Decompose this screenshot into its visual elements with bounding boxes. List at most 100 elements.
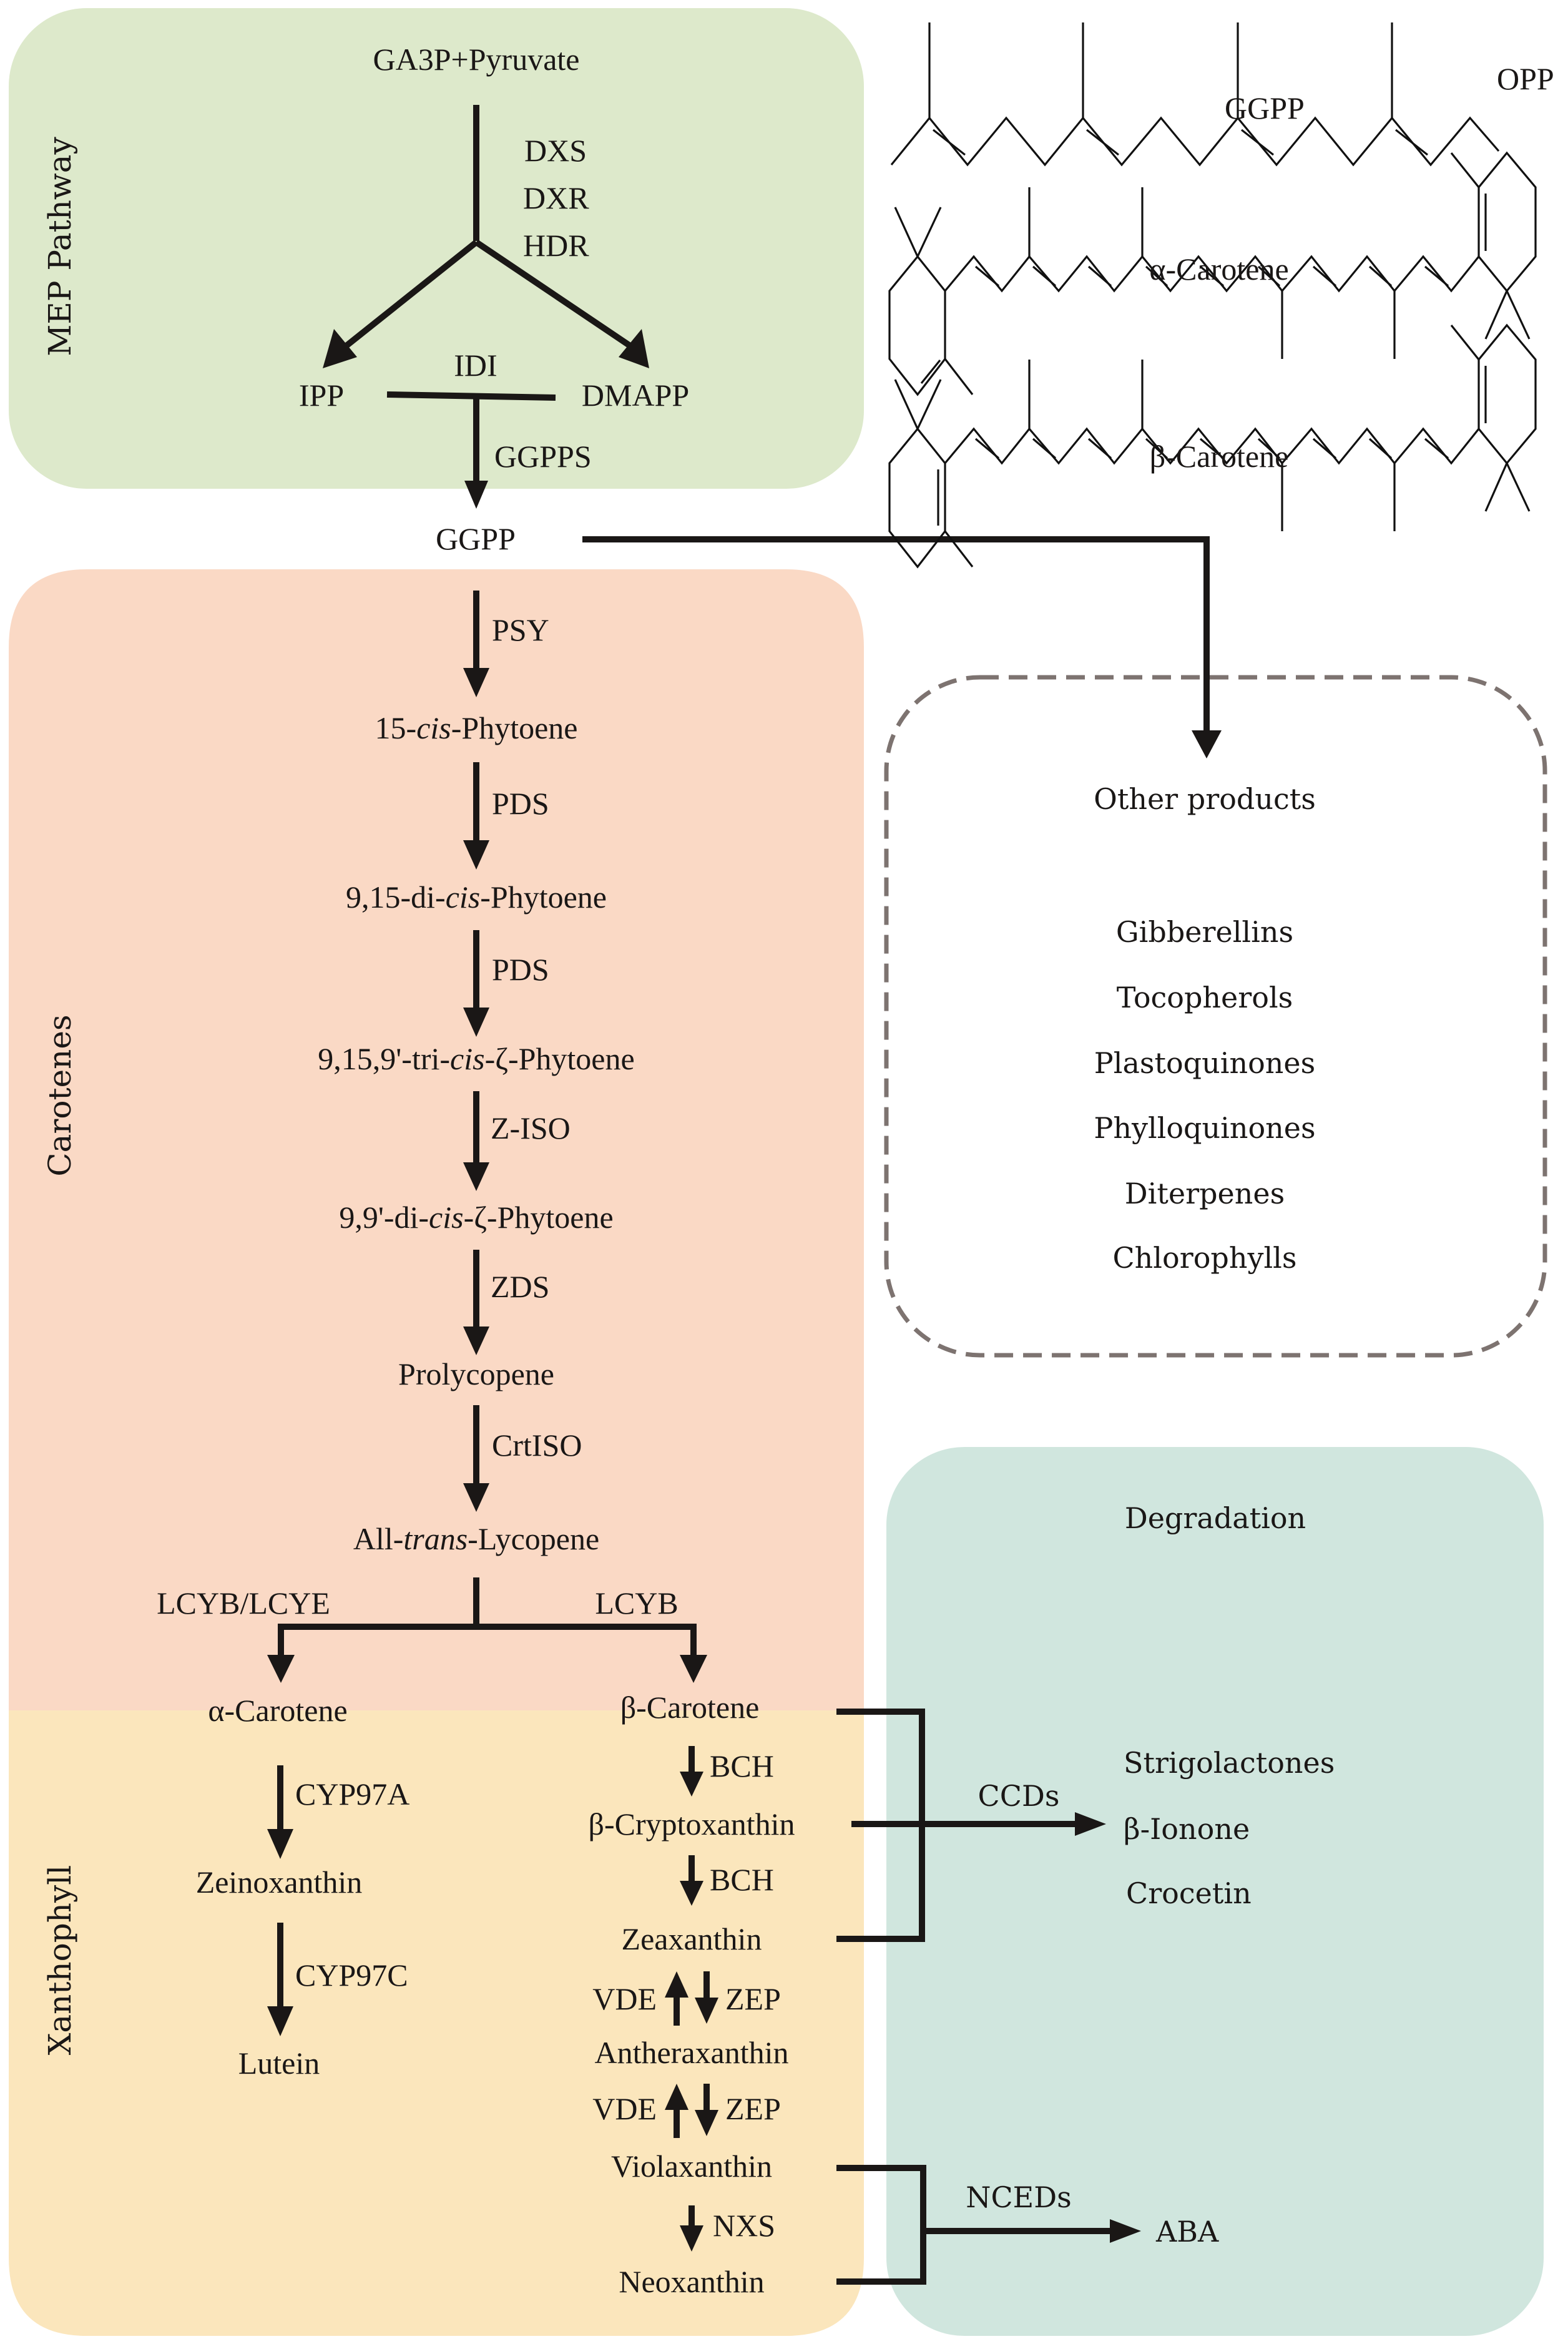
- other-product-item: Diterpenes: [1125, 1177, 1285, 1210]
- arrow-to-dmapp-head: [619, 329, 649, 368]
- z-iso-arrow-head: [463, 1162, 489, 1191]
- other-products-box: [884, 675, 1547, 1358]
- beta-right-gem-methyl-b: [1506, 463, 1531, 512]
- zep-2-down-head: [695, 2110, 718, 2136]
- lycopene-branch-right: [476, 1624, 697, 1660]
- substrate-ga3p-pyruvate: GA3P+Pyruvate: [373, 42, 580, 77]
- beta-right-methyl: [1450, 325, 1480, 360]
- ccd-product-strigolactones: Strigolactones: [1124, 1746, 1335, 1780]
- degradation-box: [886, 1447, 1544, 2336]
- compound-zeinoxanthin: Zeinoxanthin: [196, 1865, 363, 1900]
- alpha-left-methyl: [944, 358, 974, 395]
- ccd-product-crocetin: Crocetin: [1126, 1876, 1252, 1910]
- alpha-right-gem-methyl-b: [1506, 290, 1531, 340]
- other-product-item: Chlorophylls: [1112, 1241, 1296, 1275]
- beta-carotene-structure-label: β-Carotene: [1150, 439, 1289, 474]
- alpha-left-ring-double: [920, 359, 941, 385]
- enzyme-pds-1: PDS: [492, 786, 549, 821]
- enzyme-idi: IDI: [454, 348, 497, 383]
- beta-left-ring: [888, 427, 946, 569]
- vde-2-up-head: [665, 2084, 688, 2110]
- mep-pathway-box: [9, 8, 864, 489]
- pds-2-arrow-head: [463, 1008, 489, 1037]
- compound-violaxanthin: Violaxanthin: [611, 2149, 772, 2184]
- enzyme-vde-2: VDE: [592, 2091, 657, 2126]
- compound-lutein: Lutein: [238, 2046, 320, 2081]
- compound-prolycopene: Prolycopene: [398, 1356, 554, 1391]
- nxs-arrow-head: [680, 2225, 703, 2252]
- compound-ggpp: GGPP: [436, 521, 516, 556]
- ggpp-double-bond-3: [1241, 129, 1274, 156]
- carotene-steps: PSY 15-cis-Phytoene PDS 9,15-di-cis-Phyt…: [157, 591, 707, 1683]
- mep-pathway-label: MEP Pathway: [42, 136, 78, 356]
- enzyme-cyp97a: CYP97A: [295, 1777, 409, 1812]
- cyp97a-arrow-head: [267, 1829, 293, 1859]
- enzyme-nceds: NCEDs: [966, 2180, 1072, 2214]
- compound-beta-cryptoxanthin: β-Cryptoxanthin: [589, 1807, 795, 1841]
- ggpp-double-bond-4: [1395, 129, 1428, 156]
- idi-isomerase-bar: [386, 391, 556, 401]
- other-product-item: Gibberellins: [1116, 915, 1293, 949]
- alpha-branch-arrow-head: [267, 1655, 295, 1683]
- ggpp-structure: OPP GGPP: [890, 22, 1554, 167]
- ggpp-double-bond-1: [933, 129, 966, 156]
- ggpp-to-other-products-line: [582, 536, 1210, 737]
- enzyme-vde-1: VDE: [592, 1981, 657, 2016]
- beta-right-ring: [1477, 323, 1537, 465]
- enzyme-bch-2: BCH: [710, 1862, 774, 1897]
- bch-2-arrow-head: [680, 1881, 703, 1906]
- vde-1-up-head: [665, 1971, 688, 1998]
- xanthophyll-label: Xanthophyll: [42, 1865, 78, 2055]
- arrow-to-ipp-line: [345, 240, 479, 348]
- beta-branch: β-Carotene BCH β-Cryptoxanthin BCH Zeaxa…: [589, 1690, 795, 2299]
- nced-bracket: [836, 2165, 926, 2285]
- compound-15-cis-phytoene: 15-cis-Phytoene: [375, 710, 578, 745]
- alpha-left-ring: [888, 255, 946, 396]
- enzyme-dxs: DXS: [524, 133, 587, 168]
- other-products-list: Gibberellins Tocopherols Plastoquinones …: [1094, 915, 1315, 1275]
- alpha-branch: α-Carotene CYP97A Zeinoxanthin CYP97C Lu…: [196, 1693, 410, 2081]
- other-product-item: Tocopherols: [1117, 981, 1293, 1014]
- other-product-item: Plastoquinones: [1094, 1046, 1315, 1080]
- pds-1-arrow-head: [463, 840, 489, 870]
- enzyme-lcyb-lcye: LCYB/LCYE: [157, 1586, 330, 1621]
- arrow-to-ipp-head: [323, 329, 357, 368]
- alpha-right-ring: [1477, 151, 1537, 293]
- enzyme-ggpps: GGPPS: [494, 439, 592, 474]
- psy-arrow-head: [463, 668, 489, 697]
- enzyme-nxs: NXS: [713, 2208, 775, 2243]
- enzyme-bch-1: BCH: [710, 1748, 774, 1783]
- beta-left-gem-methyl-b: [916, 379, 942, 429]
- enzyme-zep-2: ZEP: [725, 2091, 781, 2126]
- beta-left-methyl: [944, 531, 974, 567]
- beta-left-gem-methyl-a: [894, 379, 919, 429]
- beta-branch-arrow-head: [680, 1655, 707, 1683]
- compound-ipp: IPP: [299, 378, 344, 413]
- enzyme-lcyb: LCYB: [595, 1586, 678, 1621]
- beta-carotene-structure: [888, 323, 1537, 569]
- alpha-left-gem-methyl-b: [916, 207, 942, 257]
- compound-all-trans-lycopene: All-trans-Lycopene: [353, 1521, 599, 1556]
- enzyme-zep-1: ZEP: [725, 1981, 781, 2016]
- degradation-title: Degradation: [1125, 1501, 1306, 1535]
- beta-double-bonds: [974, 438, 1449, 459]
- bch-1-arrow-head: [680, 1772, 703, 1797]
- compound-antheraxanthin: Antheraxanthin: [594, 2035, 788, 2070]
- alpha-double-bonds: [974, 265, 1449, 287]
- alpha-right-gem-methyl-a: [1484, 290, 1508, 340]
- enzyme-ccds: CCDs: [978, 1779, 1060, 1813]
- cyp97c-arrow-head: [267, 2006, 293, 2036]
- ccd-arrow-head: [1075, 1812, 1106, 1836]
- enzyme-crtiso: CrtISO: [492, 1428, 582, 1463]
- ggpp-double-bond-2: [1086, 129, 1119, 156]
- ggpp-structure-label: GGPP: [1225, 91, 1305, 125]
- xanthophyll-box: [9, 1710, 864, 2336]
- enzyme-zds: ZDS: [491, 1269, 549, 1304]
- alpha-left-gem-methyl-a: [894, 207, 919, 257]
- carotenes-box: [9, 569, 864, 1710]
- enzyme-pds-2: PDS: [492, 952, 549, 987]
- compound-9-15-9-tri-cis-zeta-phytoene: 9,15,9'-tri-cis-ζ-Phytoene: [318, 1041, 634, 1076]
- carotenes-label: Carotenes: [42, 1014, 78, 1176]
- compound-9-15-di-cis-phytoene: 9,15-di-cis-Phytoene: [346, 880, 607, 915]
